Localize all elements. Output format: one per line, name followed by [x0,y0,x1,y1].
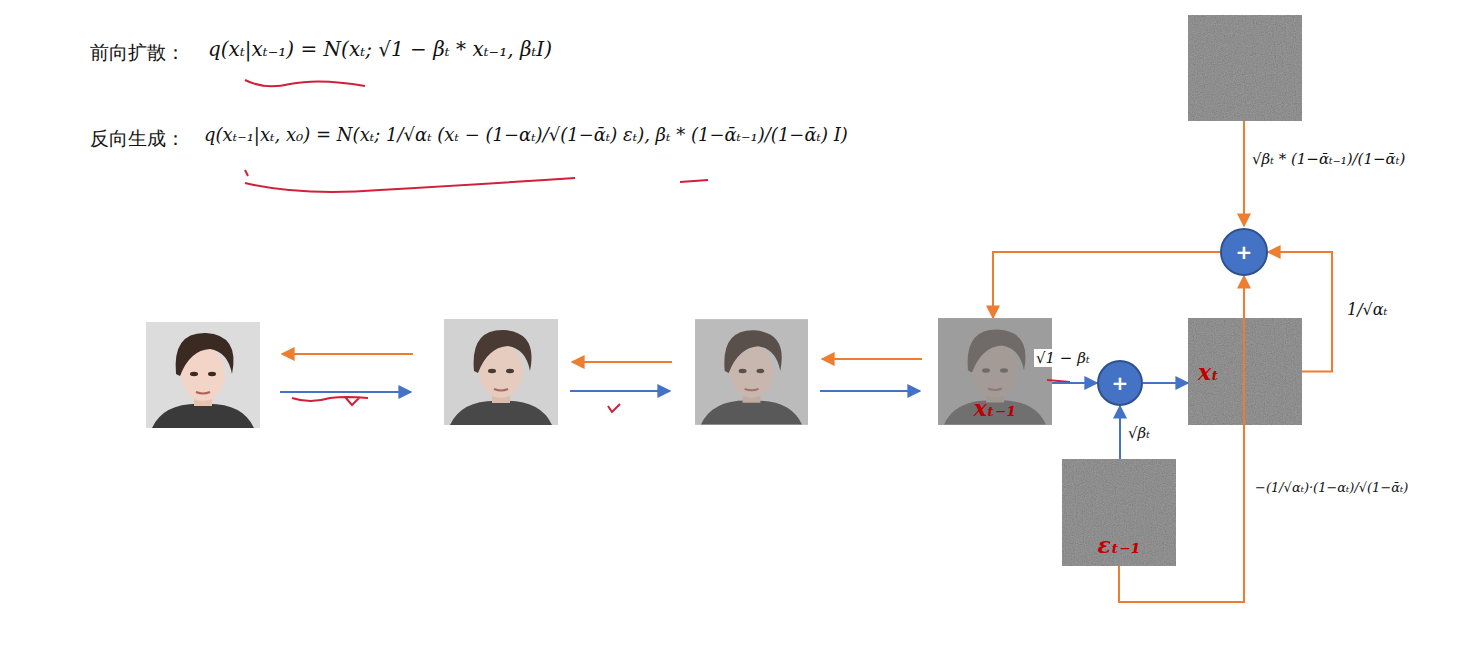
image-node: xₜ [1188,318,1302,425]
edge-label: −(1/√αₜ)·(1−αₜ)/√(1−ᾱₜ) [1253,480,1410,495]
connector [1119,406,1121,459]
connector [1268,252,1332,372]
image-node: xₜ₋₁ [938,318,1052,425]
node-text: xₜ₋₁ [974,395,1017,421]
section-label: 前向扩散： [90,40,185,66]
section-label: 反向生成： [90,126,185,152]
noise-node: εₜ₋₁ [1062,459,1176,566]
formula: q(xₜ|xₜ₋₁) = N(xₜ; √1 − βₜ * xₜ₋₁, βₜI) [208,37,552,61]
sum-circle: + [1220,228,1268,276]
step-arrows [280,121,1244,392]
node-text: εₜ₋₁ [1098,532,1141,558]
edge-label: 1/√αₜ [1345,300,1390,319]
node-text: + [1112,373,1129,393]
sum-circle: + [1097,360,1143,406]
connector [993,252,1220,318]
connector [1052,382,1097,384]
face-images [146,318,1052,428]
coefficient-label: √βₜ * (1−ᾱₜ₋₁)/(1−ᾱₜ) [1252,150,1405,168]
edge-label: √1 − βₜ [1034,349,1092,367]
edge-label: √βₜ [1126,424,1152,442]
node-text: xₜ [1198,359,1219,385]
node-text: + [1236,242,1253,262]
connector [1143,382,1188,384]
formula: q(xₜ₋₁|xₜ, x₀) = N(xₜ; 1/√αₜ (xₜ − (1−αₜ… [204,124,848,145]
